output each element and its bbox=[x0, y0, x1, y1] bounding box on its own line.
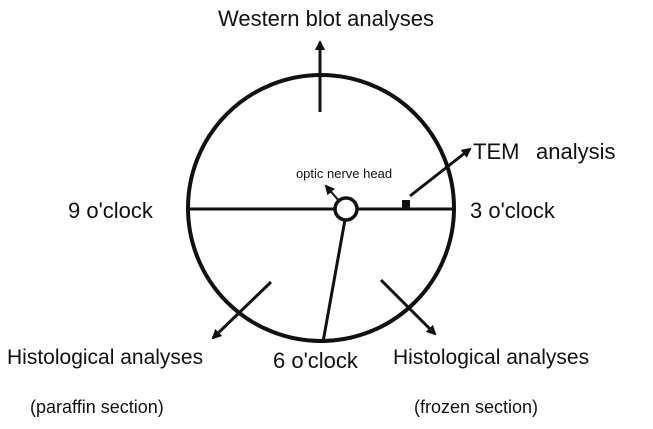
western-blot-label: Western blot analyses bbox=[218, 6, 434, 31]
histo-left-sublabel: (paraffin section) bbox=[30, 397, 164, 417]
six-oclock-line bbox=[321, 213, 348, 343]
histo-left-arrow bbox=[211, 280, 273, 340]
histo-right-arrow bbox=[379, 278, 437, 336]
histo-right-label: Histological analyses bbox=[393, 346, 589, 369]
tem-sample-square bbox=[402, 200, 410, 208]
optic-nerve-head-label: optic nerve head bbox=[296, 166, 392, 181]
tem-label: TEM bbox=[473, 139, 519, 164]
six-oclock-label: 6 o'clock bbox=[273, 348, 359, 373]
optic-nerve-head-circle bbox=[333, 196, 359, 222]
tem-analysis-label: analysis bbox=[536, 139, 615, 164]
tem-arrow bbox=[409, 147, 472, 198]
optic-nerve-head-arrow bbox=[324, 184, 341, 203]
histo-left-label: Histological analyses bbox=[7, 346, 203, 369]
three-oclock-label: 3 o'clock bbox=[470, 198, 556, 223]
nine-oclock-label: 9 o'clock bbox=[68, 198, 154, 223]
histo-right-sublabel: (frozen section) bbox=[414, 397, 538, 417]
